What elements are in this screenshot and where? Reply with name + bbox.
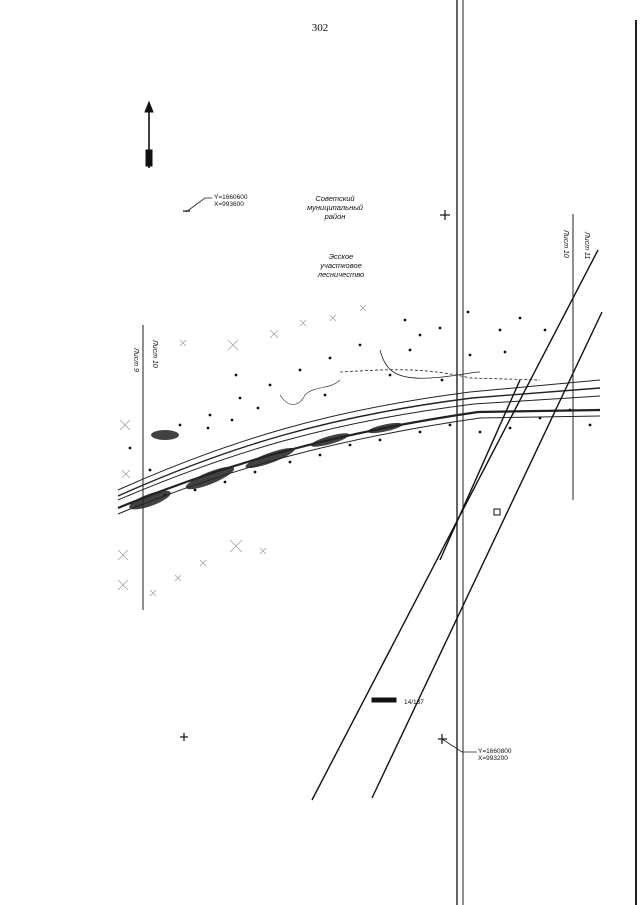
page-number: 302: [311, 22, 329, 34]
forest-belt: [129, 422, 403, 510]
sheet-label-9: Лист 9: [132, 348, 139, 372]
district-line-1: Советский: [315, 194, 355, 203]
pipeline-marker: [371, 508, 501, 703]
north-arrow-icon: [144, 100, 154, 168]
coordinate-leaders: [185, 197, 477, 753]
district-label: Советский муниципальный район: [290, 194, 380, 221]
district-line-3: район: [324, 212, 346, 221]
district-line-2: муниципальный: [307, 203, 363, 212]
forestry-label: Эсское участковое лесничество: [296, 252, 386, 279]
coordinate-label-2: Y=1660800 X=993200: [478, 748, 511, 762]
grid-cross-icon: [180, 210, 450, 744]
coordinate-y: Y=1660800: [478, 748, 512, 755]
coordinate-y: Y=1660600: [214, 194, 248, 201]
pipeline-lines: [311, 249, 603, 801]
sheet-label-11: Лист 11: [583, 232, 590, 260]
sheet-boundaries: [142, 214, 574, 610]
road-corridor: [117, 349, 601, 515]
frame-lines: [456, 0, 637, 905]
forestry-line-3: лесничество: [317, 270, 365, 279]
forestry-line-1: Эсское: [328, 252, 354, 261]
forestry-line-2: участковое: [320, 261, 362, 270]
coordinate-x: X=993600: [214, 201, 244, 208]
coordinate-x: X=993200: [478, 755, 508, 762]
tree-symbol-icon: [128, 310, 592, 497]
sheet-label-10-left: Лист 10: [151, 340, 158, 368]
pipeline-mark: 14/137: [404, 699, 424, 706]
swamp-hatch-icon: [117, 304, 367, 597]
coordinate-label-1: Y=1660600 X=993600: [214, 194, 247, 208]
sheet-label-10-right: Лист 10: [562, 230, 569, 258]
